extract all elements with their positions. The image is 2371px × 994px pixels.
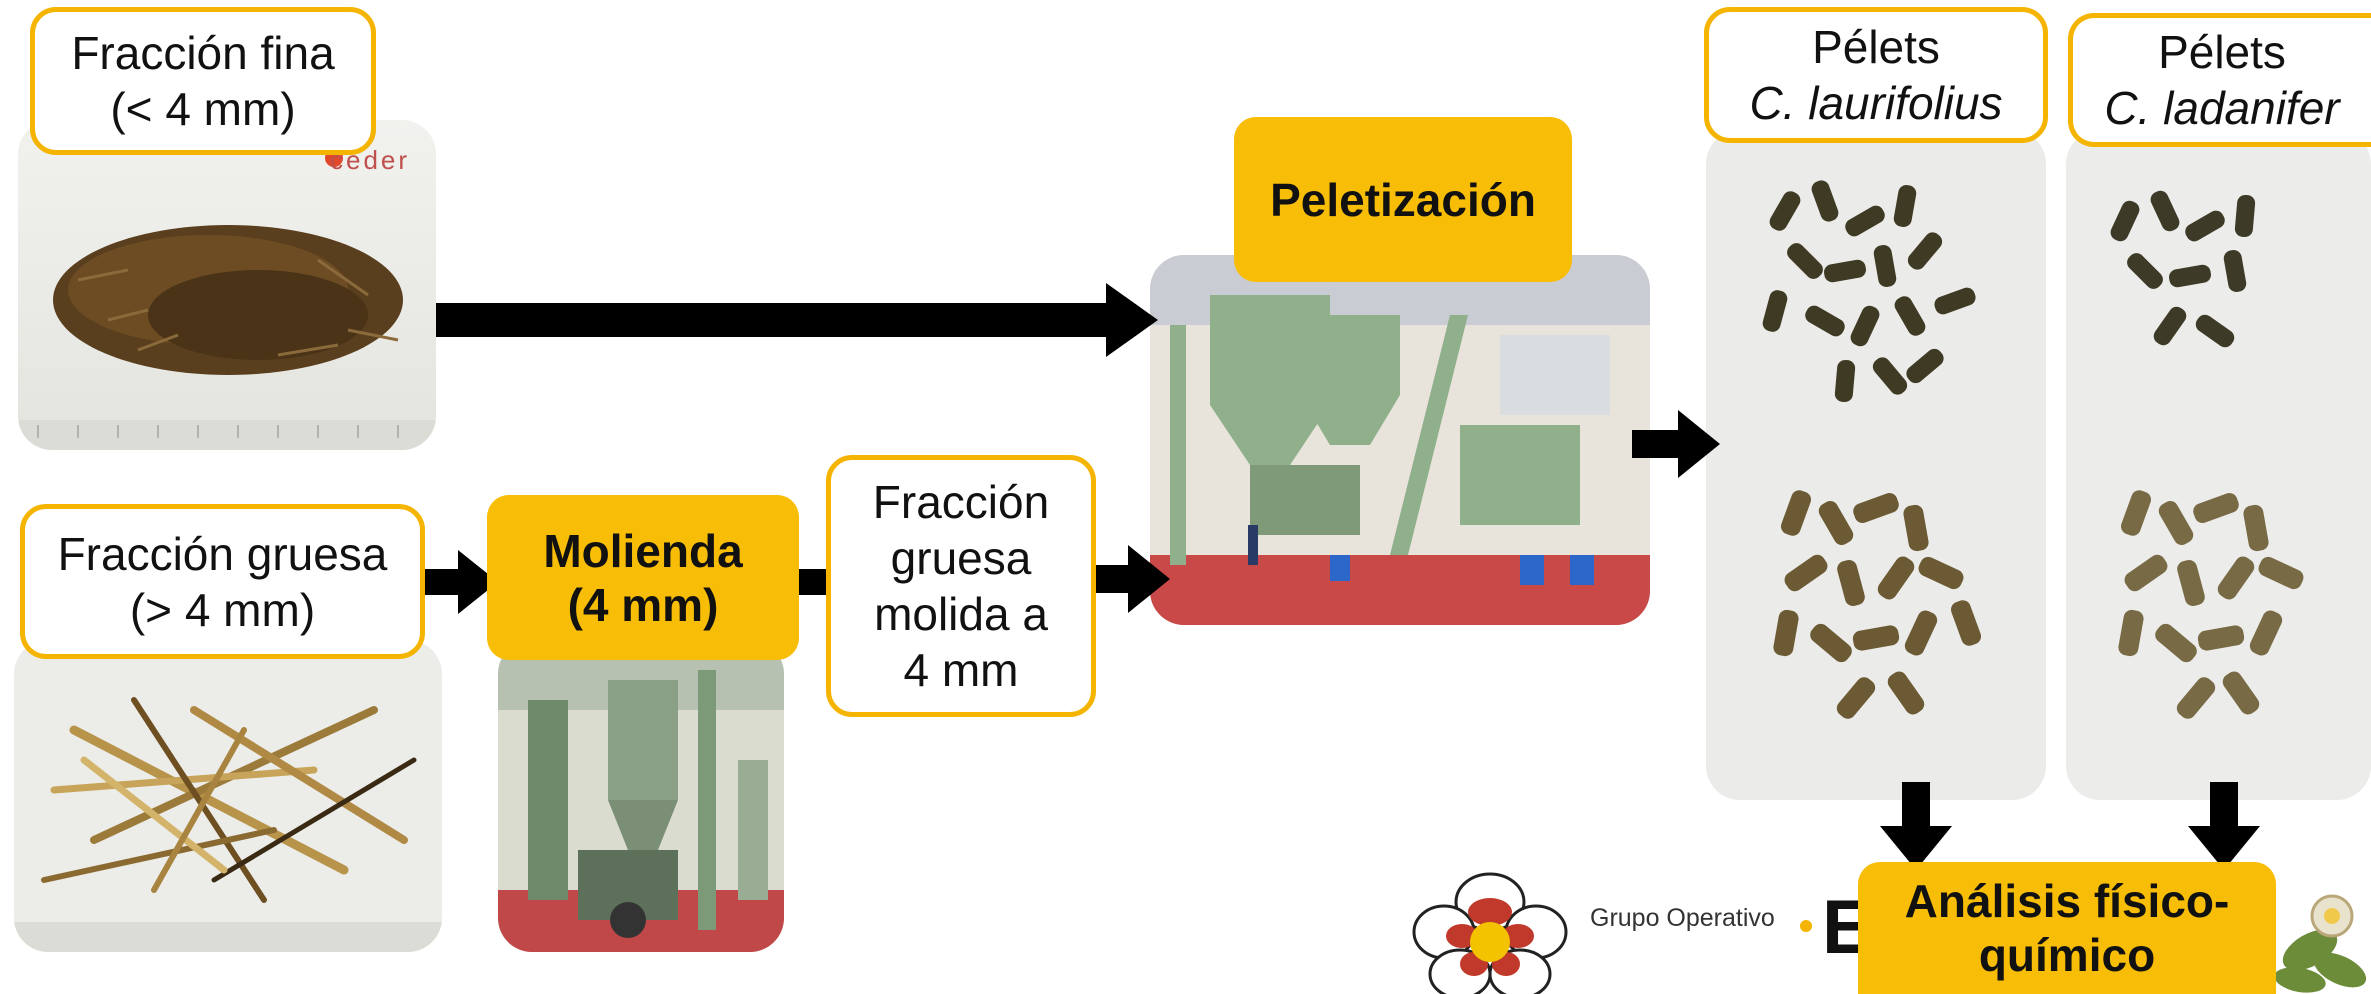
pellets-laurifolius-label: Pélets C. laurifolius	[1704, 7, 2048, 143]
arrow-ladanifer-to-analysis	[2188, 782, 2260, 870]
milled-line-4: 4 mm	[903, 644, 1019, 696]
pellets-ladanifer-photo	[2066, 130, 2371, 800]
milling-size: (4 mm)	[567, 578, 719, 631]
pellets-laurifolius-photo	[1706, 130, 2046, 800]
arrow-laurifolius-to-analysis	[1880, 782, 1952, 870]
pellets-laurifolius-species: C. laurifolius	[1749, 77, 2003, 129]
plant-illustration-icon	[2274, 894, 2367, 993]
arrow-coarse-to-milling	[408, 550, 498, 614]
arrow-pelletizing-to-pellets	[1632, 410, 1720, 478]
pelletizing-box: Peletización	[1234, 117, 1572, 282]
milling-title: Molienda	[543, 524, 743, 577]
milled-line-2: gruesa	[890, 532, 1032, 584]
fine-fraction-photo	[18, 120, 436, 450]
coarse-fraction-photo	[14, 640, 442, 952]
milled-fraction-label: Fracción gruesa molida a 4 mm	[826, 455, 1096, 717]
fine-fraction-size: (< 4 mm)	[110, 83, 296, 135]
logo-dot-icon	[1800, 920, 1812, 932]
coarse-fraction-size: (> 4 mm)	[129, 583, 316, 636]
pelletizing-title: Peletización	[1270, 173, 1536, 226]
pelletizing-plant-photo	[1150, 255, 1650, 625]
coarse-fraction-title: Fracción gruesa	[57, 527, 388, 580]
grupo-operativo-text: Grupo Operativo	[1590, 904, 1775, 932]
milling-box: Molienda (4 mm)	[487, 495, 799, 660]
pellets-ladanifer-title: Pélets	[2158, 26, 2286, 78]
milled-line-3: molida a	[874, 588, 1048, 640]
analysis-line-1: Análisis físico-	[1904, 875, 2230, 927]
fine-fraction-label: Fracción fina (< 4 mm)	[30, 7, 376, 155]
milling-machine-photo	[498, 640, 784, 952]
pellets-ladanifer-label: Pélets C. ladanifer	[2068, 13, 2371, 147]
pellets-laurifolius-title: Pélets	[1812, 21, 1940, 73]
pellets-ladanifer-species: C. ladanifer	[2104, 82, 2340, 134]
milled-line-1: Fracción	[872, 476, 1050, 528]
fine-fraction-title: Fracción fina	[71, 27, 335, 79]
analysis-box: Análisis físico- químico	[1858, 862, 2276, 994]
arrow-fine-to-pelletizing	[436, 283, 1158, 357]
flower-logo-icon	[1412, 872, 1568, 994]
analysis-line-2: químico	[1978, 929, 2156, 981]
coarse-fraction-label: Fracción gruesa (> 4 mm)	[20, 504, 425, 659]
